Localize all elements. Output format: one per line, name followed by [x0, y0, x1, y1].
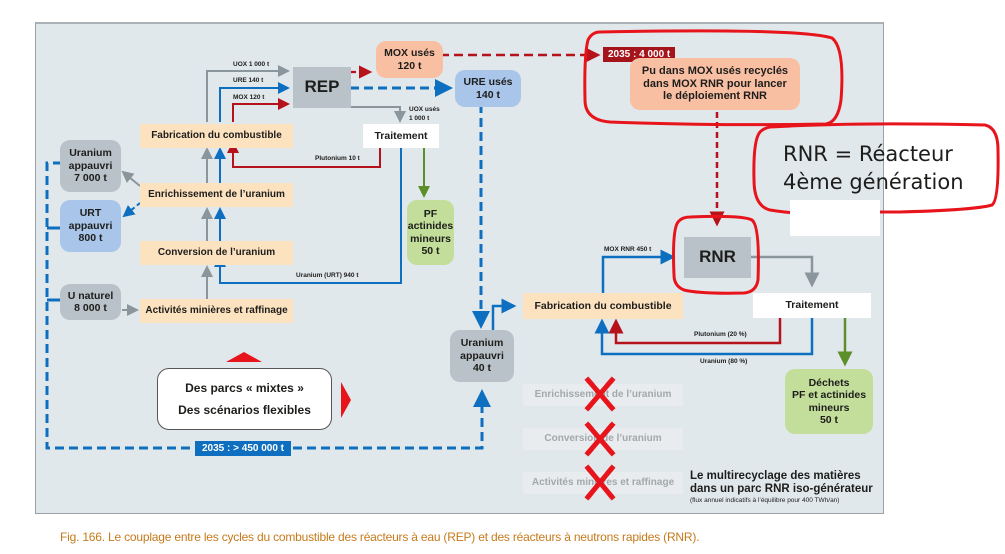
- stock-label: PF: [423, 207, 438, 220]
- stock-label: U naturel: [67, 289, 114, 302]
- stock-label: appauvri: [460, 349, 504, 362]
- step-enrichment: Enrichissement de l’uranium: [140, 183, 293, 207]
- scenario-box: Des parcs « mixtes » Des scénarios flexi…: [157, 368, 332, 430]
- annotation-ring-rnr: [672, 214, 760, 295]
- callout-whiteout: [790, 200, 880, 236]
- stock-value: 8 000 t: [74, 302, 107, 314]
- stock-value: 800 t: [78, 232, 103, 245]
- flow-enrich-to-urt: [122, 202, 141, 218]
- flow-ure: [219, 82, 290, 122]
- flow-label-uox: UOX 1 000 t: [233, 61, 270, 68]
- triangle-up-icon: [226, 352, 262, 362]
- flow-label-uox-used-2: 1 000 t: [409, 115, 430, 122]
- stock-label: URT: [79, 207, 102, 220]
- annotation-line-1: RNR = Réacteur: [783, 142, 953, 166]
- stock-label: actinides: [407, 220, 454, 233]
- stock-label: mineurs: [410, 232, 451, 245]
- cross-mining-icon: [586, 466, 614, 499]
- flow-label-mox: MOX 120 t: [233, 94, 265, 101]
- triangle-right-icon: [341, 382, 351, 418]
- step-mining: Activités minières et raffinage: [140, 299, 293, 323]
- pu-recycle-line: le déploiement RNR: [663, 90, 767, 103]
- stock-label: Uranium: [69, 147, 112, 160]
- stock-value: 50 t: [819, 413, 839, 426]
- figure-caption: Fig. 166. Le couplage entre les cycles d…: [60, 530, 700, 544]
- flow-label-ure: URE 140 t: [233, 77, 264, 84]
- annotation-ring-pu-box: [583, 29, 844, 127]
- stock-label: Uranium: [460, 337, 504, 350]
- flow-plutonium-10t: [227, 141, 381, 168]
- cross-enrichment-icon: [586, 378, 614, 410]
- stock-label: mineurs: [808, 401, 850, 414]
- flow-rnr-uranium: [594, 318, 814, 356]
- pu-recycle-line: Pu dans MOX usés recyclés: [641, 64, 789, 77]
- stock-natural-uranium: U naturel 8 000 t: [60, 284, 121, 320]
- step-rnr-treatment: Traitement: [753, 293, 871, 318]
- annotation-text: RNR = Réacteur 4ème génération: [783, 140, 964, 196]
- stock-label: PF et actinides: [791, 389, 867, 402]
- stock-label: MOX usés: [384, 47, 435, 60]
- rep-reactor: REP: [293, 67, 351, 108]
- flow-label-rnr-plutonium: Plutonium (20 %): [694, 331, 747, 338]
- flow-label-uox-used-1: UOX usés: [409, 106, 440, 113]
- rnr-reactor: RNR: [684, 237, 751, 278]
- stock-label: appauvri: [68, 159, 113, 172]
- flow-rnr-to-treatment: [751, 255, 820, 288]
- flow-uranium-urt: [214, 146, 402, 284]
- stock-value: 120 t: [397, 59, 422, 72]
- step-rnr-fabrication: Fabrication du combustible: [523, 293, 683, 319]
- flow-label-rnr-uranium: Uranium (80 %): [700, 358, 748, 365]
- flow-mox-rnr: [601, 249, 676, 293]
- stock-label: appauvri: [68, 219, 113, 232]
- flow-label-mox-rnr: MOX RNR 450 t: [604, 246, 652, 253]
- flow-label-plutonium-10t: Plutonium 10 t: [315, 155, 360, 162]
- stock-urt-depleted: URT appauvri 800 t: [60, 200, 121, 252]
- stock-ure-used: URE usés 140 t: [455, 70, 521, 107]
- stock-rnr-waste: Déchets PF et actinides mineurs 50 t: [785, 369, 873, 434]
- scenario-line: Des scénarios flexibles: [178, 403, 311, 417]
- scenario-line: Des parcs « mixtes »: [185, 381, 304, 395]
- legend-line-2: dans un parc RNR iso-générateur: [690, 483, 873, 495]
- flow-u40-to-fab: [491, 298, 517, 330]
- stock-label: Déchets: [808, 376, 850, 389]
- annotation-speech-bubble: [752, 122, 1000, 231]
- step-conversion: Conversion de l’uranium: [140, 241, 293, 265]
- diagram-legend: Le multirecyclage des matières dans un p…: [690, 470, 873, 504]
- annotation-line-2: 4ème génération: [783, 170, 964, 194]
- step-rep-fabrication: Fabrication du combustible: [140, 124, 293, 148]
- stock-value: 50 t: [421, 244, 440, 257]
- pu-recycle-box: Pu dans MOX usés recyclés dans MOX RNR p…: [630, 58, 800, 110]
- flow-label-uranium-urt: Uranium (URT) 940 t: [296, 272, 359, 279]
- cross-conversion-icon: [586, 423, 614, 455]
- stock-mox-used: MOX usés 120 t: [376, 41, 443, 78]
- step-rep-treatment: Traitement: [363, 124, 439, 148]
- stock-label: URE usés: [463, 76, 513, 89]
- flow-uox-used: [350, 106, 406, 123]
- flow-left-stock-bus: [45, 161, 491, 450]
- legend-line-3: (flux annuel indicatifs à l’équilibre po…: [690, 497, 840, 504]
- stock-depleted-uranium-7000: Uranium appauvri 7 000 t: [60, 140, 121, 192]
- flow-enrich-to-depleted: [121, 170, 141, 187]
- flow-rnr-plutonium: [608, 318, 782, 345]
- tag-u-2035: 2035 : > 450 000 t: [195, 441, 292, 456]
- legend-line-1: Le multirecyclage des matières: [690, 470, 861, 482]
- flow-mox: [232, 98, 290, 122]
- stock-value: 140 t: [476, 88, 500, 101]
- stock-value: 7 000 t: [74, 172, 107, 185]
- stock-depleted-uranium-40: Uranium appauvri 40 t: [450, 330, 514, 382]
- stock-fission-products: PF actinides mineurs 50 t: [407, 200, 454, 265]
- flow-uox: [206, 65, 290, 122]
- pu-recycle-line: dans MOX RNR pour lancer: [643, 77, 787, 90]
- stock-value: 40 t: [472, 362, 492, 375]
